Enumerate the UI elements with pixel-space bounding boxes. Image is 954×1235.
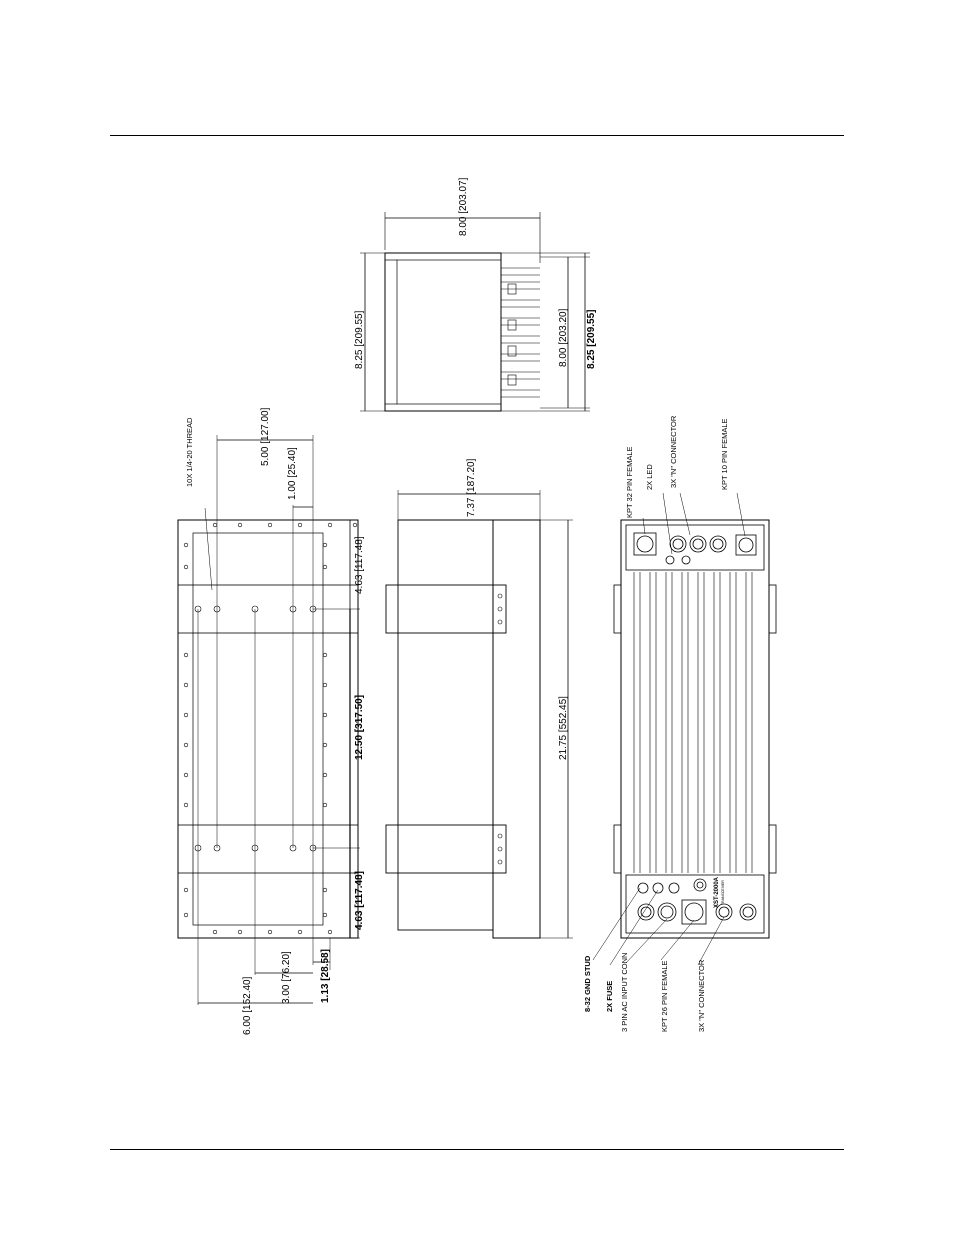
dim-end-height-inner: 8.00 [203.20] [558,308,569,367]
dim-top-3-00: 3.00 [76.20] [281,951,292,1004]
dim-side-7-37: 7.37 [187.20] [466,458,477,517]
dim-end-width: 8.00 [203.07] [458,177,469,236]
callout-led: 2X LED [645,464,654,490]
dim-side-21-75: 21.75 [552.45] [558,696,569,760]
model-subtitle: TRANSCEIVER [721,880,725,905]
dim-end-height-right: 8.25 [209.55] [586,310,597,370]
dim-end-height-left: 8.25 [209.55] [354,310,365,369]
callout-fuse: 2X FUSE [605,981,614,1012]
callout-ac-input: 3 PIN AC INPUT CONN [620,953,629,1032]
dim-top-1-00: 1.00 [25.40] [287,447,298,500]
dim-top-1-13: 1.13 [28.58] [320,949,331,1003]
dim-top-4-63-a: 4.63 [117.48] [354,536,365,594]
dim-top-12-50: 12.50 [317.50] [354,695,365,760]
header-rule [110,135,844,136]
thread-callout: 10X 1/4-20 THREAD [185,417,194,487]
callout-kpt10: KPT 10 PIN FEMALE [720,418,729,490]
side-view: 7.37 [187.20] 21.75 [552.45] [385,458,573,939]
callout-n-conn-bottom: 3X "N" CONNECTOR [697,959,706,1032]
front-view: XST-2000A TRANSCEIVER KPT 32 PIN FEMALE … [583,415,777,1032]
dim-top-6-00: 6.00 [152.40] [242,976,253,1035]
callout-kpt32: KPT 32 PIN FEMALE [625,446,634,518]
callout-gnd-stud: 8-32 GND STUD [583,955,592,1012]
top-view: 10X 1/4-20 THREAD 5.00 [127.00] 1.00 [25… [177,407,365,1035]
callout-kpt26: KPT 26 PIN FEMALE [660,960,669,1032]
end-view: 8.00 [203.07] 8.25 [209.55] 8.00 [203.20… [354,177,597,412]
footer-rule [110,1149,844,1150]
model-label: XST-2000A [714,876,720,908]
dim-top-4-63-b: 4.63 [117.48] [354,871,365,930]
callout-n-conn-top: 3X "N" CONNECTOR [669,415,678,488]
dim-top-5-00: 5.00 [127.00] [260,407,271,466]
